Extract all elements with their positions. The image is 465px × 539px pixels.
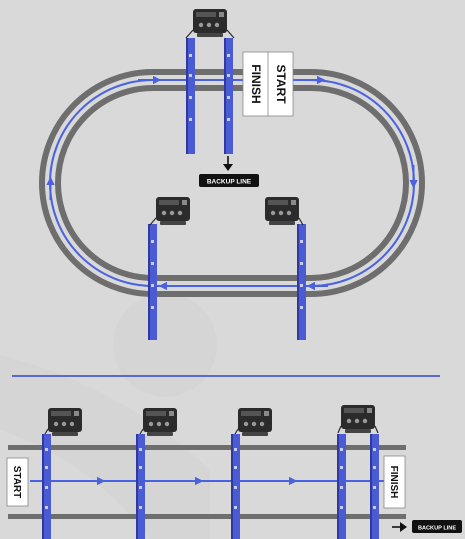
timing-device-icon: [265, 197, 304, 226]
timing-loop-right: [297, 224, 306, 340]
straight-track: START FINISH BACKUP LINE: [6, 405, 462, 539]
straight-finish-label: FINISH: [388, 466, 399, 499]
timing-device-icon: [337, 405, 379, 434]
timing-device-icon: [44, 408, 82, 436]
timing-device-icon: [139, 408, 177, 436]
straight-backup-label: BACKUP LINE: [418, 526, 456, 532]
timing-device-icon: [234, 408, 272, 436]
timing-device-icon: [185, 9, 235, 39]
background-watermark: [0, 293, 217, 539]
loop-markers: [151, 54, 303, 309]
oval-backup-line: BACKUP LINE: [199, 156, 259, 187]
straight-track-top-edge: [8, 445, 406, 450]
oval-start-finish-sign: FINISH START: [242, 51, 294, 117]
straight-start-label: START: [11, 466, 22, 499]
arrow-down-icon: [223, 164, 233, 171]
straight-backup-line: BACKUP LINE: [392, 520, 462, 533]
oval-finish-label: FINISH: [249, 64, 263, 103]
oval-start-label: START: [274, 64, 288, 104]
straight-loop-markers: [45, 448, 376, 509]
straight-start-sign: START: [6, 457, 29, 507]
straight-finish-sign: FINISH: [383, 455, 406, 509]
arrow-right-icon: [400, 522, 407, 532]
timing-loop-left: [148, 224, 157, 340]
oval-track: FINISH START BACKUP LINE: [39, 9, 425, 340]
straight-track-bottom-edge: [8, 514, 406, 519]
oval-backup-label: BACKUP LINE: [207, 179, 252, 186]
timing-device-icon: [149, 197, 190, 226]
